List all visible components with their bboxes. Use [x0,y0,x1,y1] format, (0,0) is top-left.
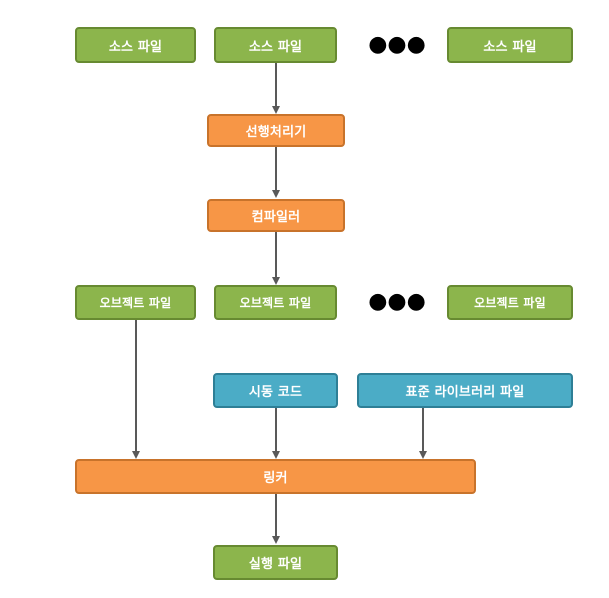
object-file-label-2: 오브젝트 파일 [239,296,312,310]
compiler-box: 컴파일러 [207,199,345,232]
startup-code-label: 시동 코드 [248,385,303,400]
executable-file-label: 실행 파일 [248,557,303,572]
executable-file-box: 실행 파일 [213,545,338,580]
preprocessor-label: 선행처리기 [245,125,307,140]
object-file-box-2: 오브젝트 파일 [214,285,337,320]
source-file-box-2: 소스 파일 [214,27,337,63]
object-file-box-1: 오브젝트 파일 [75,285,196,320]
compiler-label: 컴파일러 [251,210,301,225]
linker-label: 링커 [263,471,288,486]
object-file-box-3: 오브젝트 파일 [447,285,573,320]
startup-code-box: 시동 코드 [213,373,338,408]
object-file-label-3: 오브젝트 파일 [474,296,546,310]
source-file-label-3: 소스 파일 [483,39,537,55]
ellipsis-source-files: ●●● [368,32,426,57]
source-file-label-2: 소스 파일 [248,39,303,55]
standard-library-label: 표준 라이브러리 파일 [405,385,525,400]
linker-box: 링커 [75,459,476,494]
ellipsis-object-files: ●●● [368,289,426,314]
standard-library-box: 표준 라이브러리 파일 [357,373,573,408]
object-file-label-1: 오브젝트 파일 [99,296,172,310]
source-file-label-1: 소스 파일 [108,39,163,55]
source-file-box-1: 소스 파일 [75,27,196,63]
preprocessor-box: 선행처리기 [207,114,345,147]
source-file-box-3: 소스 파일 [447,27,573,63]
